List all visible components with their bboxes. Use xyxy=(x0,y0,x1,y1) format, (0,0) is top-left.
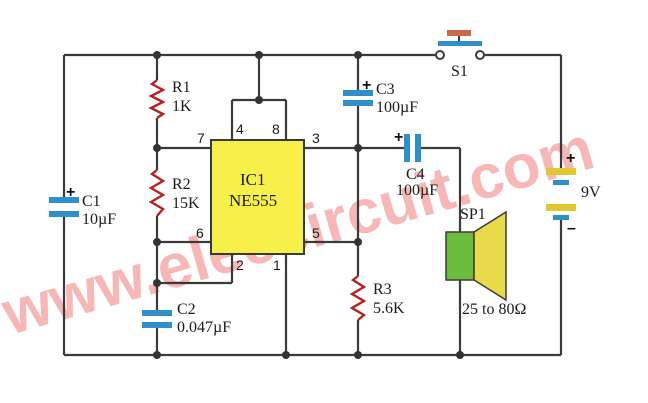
c1-name: C1 xyxy=(82,193,101,210)
battery-9v: + – 9V xyxy=(546,150,601,237)
capacitor-c4: + C4 100µF xyxy=(394,129,438,199)
junction-dots xyxy=(153,51,464,359)
capacitor-c1: + C1 10µF xyxy=(49,184,116,228)
switch-s1: S1 xyxy=(435,30,485,80)
sp1-value: 25 to 80Ω xyxy=(462,301,526,318)
pin-6-label: 6 xyxy=(196,225,204,241)
pin-2-label: 2 xyxy=(236,257,244,273)
c4-polarity: + xyxy=(394,129,403,146)
c1-value: 10µF xyxy=(82,211,116,228)
c3-polarity: + xyxy=(362,77,371,94)
speaker-sp1: SP1 25 to 80Ω xyxy=(445,206,526,318)
c2-value: 0.047µF xyxy=(177,319,231,336)
r1-value: 1K xyxy=(172,98,192,115)
ic1-ne555: IC1 NE555 4 8 7 3 6 5 2 1 xyxy=(196,121,320,273)
battery-plus: + xyxy=(566,150,575,167)
r3-name: R3 xyxy=(373,281,392,298)
ic-name-label: IC1 xyxy=(240,170,266,189)
wires xyxy=(62,53,563,357)
c1-polarity: + xyxy=(66,184,75,201)
r2-name: R2 xyxy=(172,176,191,193)
pin-5-label: 5 xyxy=(312,225,320,241)
c3-name: C3 xyxy=(376,81,395,98)
pin-4-label: 4 xyxy=(236,121,244,137)
ic-part-label: NE555 xyxy=(229,191,277,210)
c2-name: C2 xyxy=(177,301,196,318)
sp1-name: SP1 xyxy=(460,206,486,223)
capacitor-c3: + C3 100µF xyxy=(343,77,418,116)
pin-1-label: 1 xyxy=(273,257,281,273)
battery-minus: – xyxy=(567,220,576,237)
resistor-r3: R3 5.6K xyxy=(349,275,405,321)
r1-name: R1 xyxy=(172,79,191,96)
s1-name: S1 xyxy=(451,63,468,80)
battery-value: 9V xyxy=(581,184,601,201)
capacitor-c2: C2 0.047µF xyxy=(142,301,231,336)
r2-value: 15K xyxy=(172,195,200,212)
resistor-r1: R1 1K xyxy=(148,79,192,119)
c4-name: C4 xyxy=(406,166,425,183)
r3-value: 5.6K xyxy=(373,300,405,317)
pin-3-label: 3 xyxy=(312,130,320,146)
pin-8-label: 8 xyxy=(272,121,280,137)
resistor-r2: R2 15K xyxy=(148,169,200,217)
pin-7-label: 7 xyxy=(197,130,205,146)
c3-value: 100µF xyxy=(376,99,418,116)
c4-value: 100µF xyxy=(396,182,438,199)
